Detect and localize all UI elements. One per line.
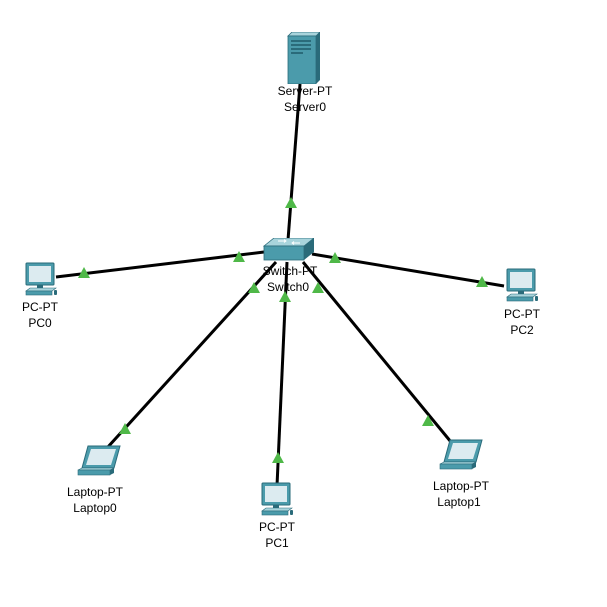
pc1-model-label: PC-PT (259, 520, 295, 534)
link-status-up-icon (422, 415, 434, 426)
link-status-up-icon (476, 276, 488, 287)
device-pc2[interactable] (505, 268, 539, 304)
laptop1-model-label: Laptop-PT (432, 479, 490, 493)
link-switch0-server0[interactable] (286, 83, 302, 241)
device-laptop0[interactable] (74, 444, 122, 478)
server-icon (287, 32, 320, 84)
laptop0-model-label: Laptop-PT (66, 485, 124, 499)
device-laptop1[interactable] (436, 438, 484, 472)
link-status-up-icon (78, 267, 90, 278)
laptop-icon (439, 439, 483, 470)
link-status-up-icon (285, 197, 297, 208)
pc-icon (506, 268, 538, 302)
switch0-name-label: Switch0 (266, 280, 310, 294)
device-switch0[interactable] (262, 238, 314, 262)
link-status-up-icon (233, 251, 245, 262)
link-switch0-laptop0[interactable] (105, 260, 278, 450)
laptop-icon (77, 445, 121, 476)
link-status-up-icon (329, 252, 341, 263)
pc-icon (261, 482, 293, 516)
device-pc0[interactable] (24, 262, 58, 298)
pc2-model-label: PC-PT (504, 307, 540, 321)
pc0-model-label: PC-PT (22, 300, 58, 314)
server0-name-label: Server0 (283, 100, 327, 114)
link-status-up-icon (248, 282, 260, 293)
link-status-up-icon (119, 423, 131, 434)
laptop0-name-label: Laptop0 (73, 501, 117, 515)
link-status-up-icon (279, 291, 291, 302)
link-switch0-pc0[interactable] (55, 250, 265, 279)
pc0-name-label: PC0 (28, 316, 52, 330)
device-server0[interactable] (286, 32, 320, 84)
server0-model-label: Server-PT (277, 84, 333, 98)
link-switch0-pc2[interactable] (311, 252, 505, 288)
link-switch0-laptop1[interactable] (301, 261, 453, 443)
device-pc1[interactable] (260, 482, 294, 518)
link-status-up-icon (312, 282, 324, 293)
pc2-name-label: PC2 (510, 323, 534, 337)
pc1-name-label: PC1 (265, 536, 289, 550)
link-status-up-icon (272, 452, 284, 463)
laptop1-name-label: Laptop1 (437, 495, 481, 509)
switch0-model-label: Switch-PT (262, 264, 318, 278)
switch-icon (262, 238, 314, 261)
pc-icon (25, 262, 57, 296)
